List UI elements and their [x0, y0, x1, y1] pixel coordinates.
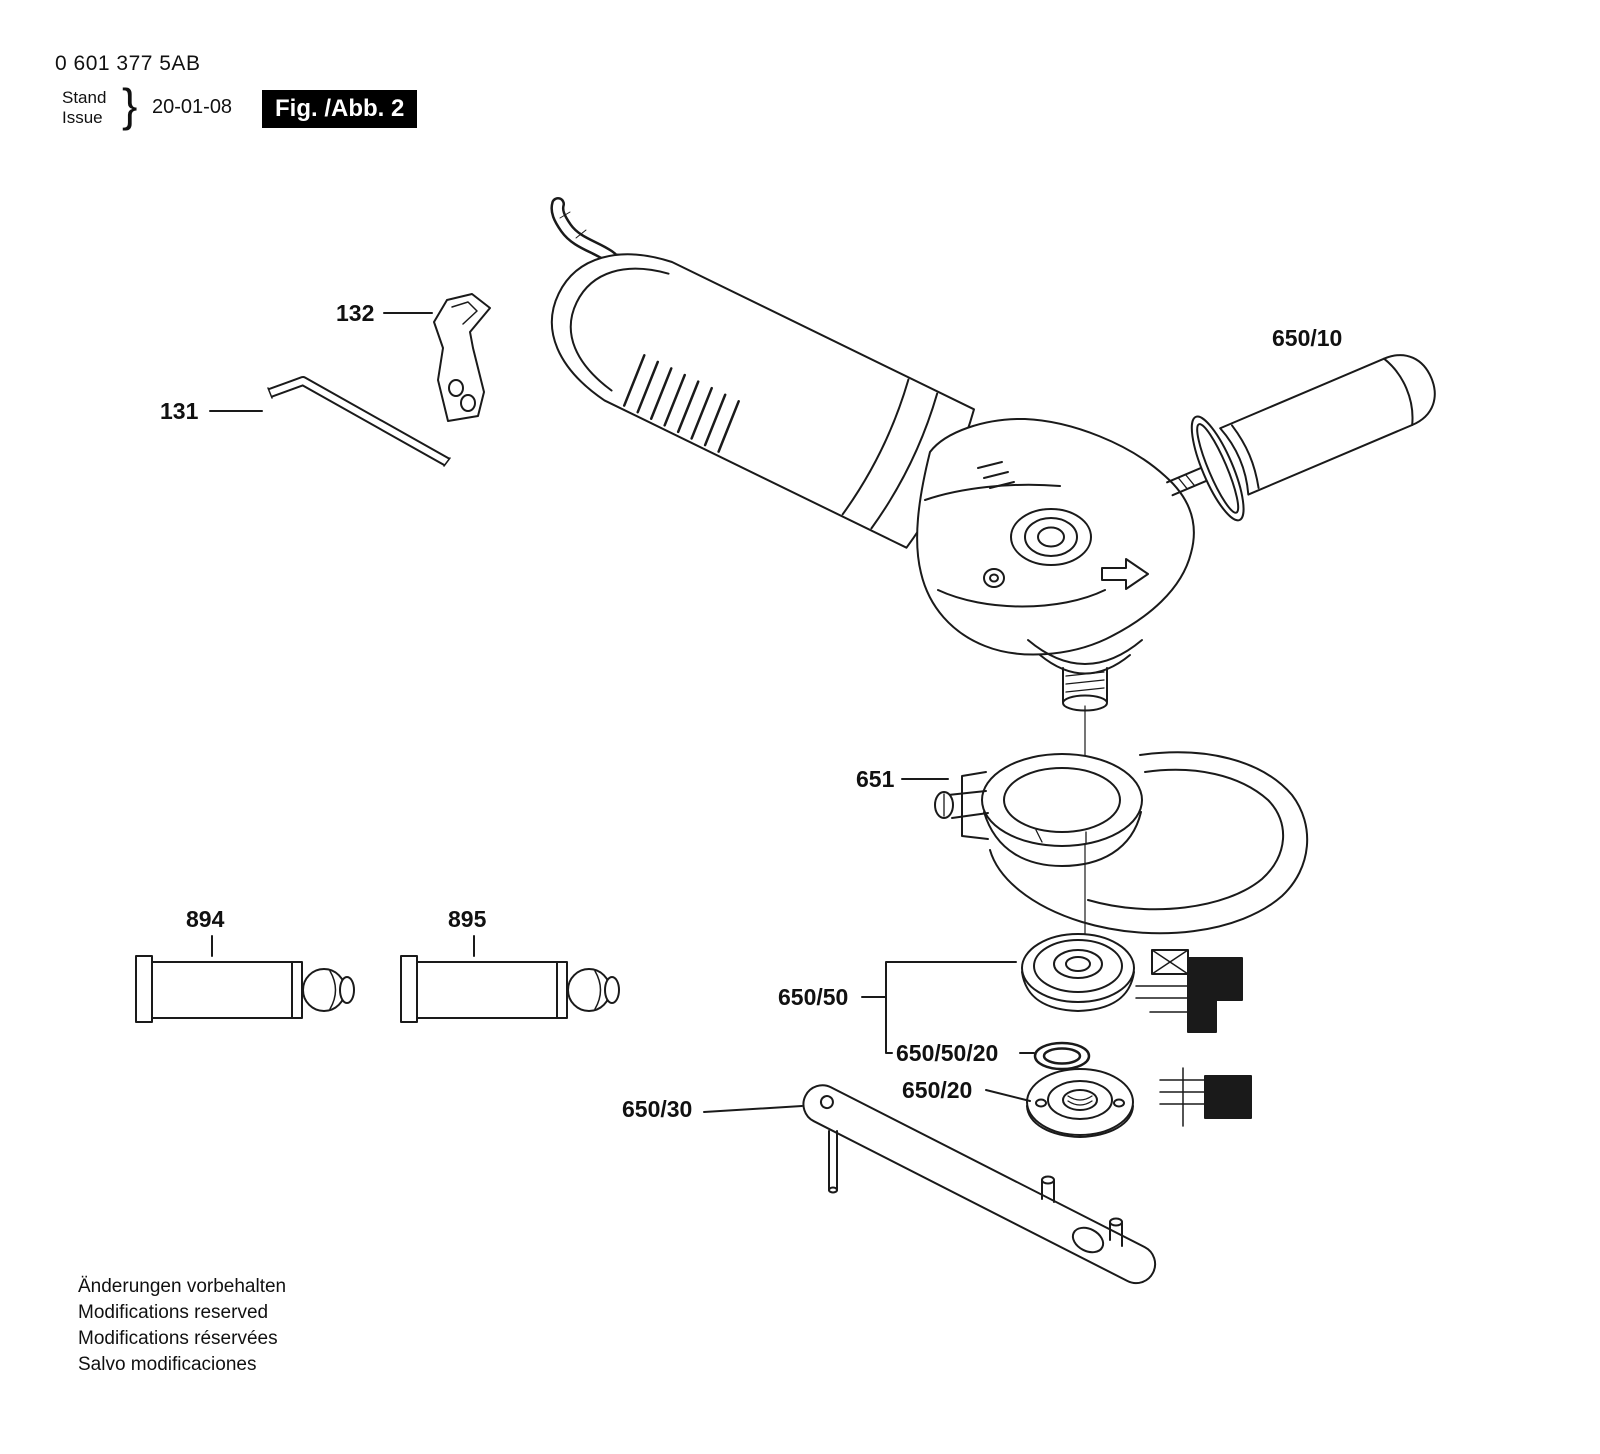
rotation-arrow-icon: [1101, 558, 1149, 590]
brace-glyph: }: [122, 79, 138, 131]
side-handle-drawing: [1166, 354, 1436, 522]
section-icon-flange: [1135, 949, 1243, 1033]
callout-650-10: 650/10: [1272, 325, 1343, 351]
backing-flange-drawing: [1021, 933, 1135, 1012]
issue-date: 20-01-08: [152, 96, 233, 118]
footer-note-fr: Modifications réservées: [78, 1328, 278, 1349]
callout-650-50: 650/50: [778, 984, 849, 1010]
document-number: 0 601 377 5AB: [55, 52, 201, 75]
wheel-guard-drawing: [934, 751, 1309, 935]
footer-note-en: Modifications reserved: [78, 1302, 269, 1323]
callout-894: 894: [186, 906, 225, 932]
leader-lines: [209, 312, 1035, 1113]
callout-650-50-20: 650/50/20: [896, 1040, 999, 1066]
figure-label: Fig. /Abb. 2: [262, 90, 418, 128]
callout-650-30: 650/30: [622, 1096, 693, 1122]
cylinder-part-895-drawing: [400, 955, 620, 1023]
o-ring-drawing: [1033, 1041, 1091, 1071]
callout-132: 132: [336, 300, 375, 326]
section-icon-nut: [1159, 1067, 1252, 1127]
callout-131: 131: [160, 398, 199, 424]
spindle-lock-button: [1024, 517, 1078, 557]
clamping-nut-drawing: [1026, 1068, 1134, 1138]
cylinder-part-894-drawing: [135, 955, 355, 1023]
grinder-body-drawing: [550, 253, 1195, 712]
callout-651: 651: [856, 766, 895, 792]
issue-label: Issue: [62, 108, 103, 127]
spanner-wrench-drawing: [802, 1084, 1157, 1285]
footer-note-es: Salvo modificaciones: [78, 1354, 257, 1375]
mounting-bracket-drawing: [433, 293, 491, 422]
stand-label: Stand: [62, 88, 107, 107]
allen-key-drawing: [267, 376, 451, 467]
footer-note-de: Änderungen vorbehalten: [78, 1276, 287, 1297]
callout-650-20: 650/20: [902, 1077, 973, 1103]
callout-895: 895: [448, 906, 487, 932]
